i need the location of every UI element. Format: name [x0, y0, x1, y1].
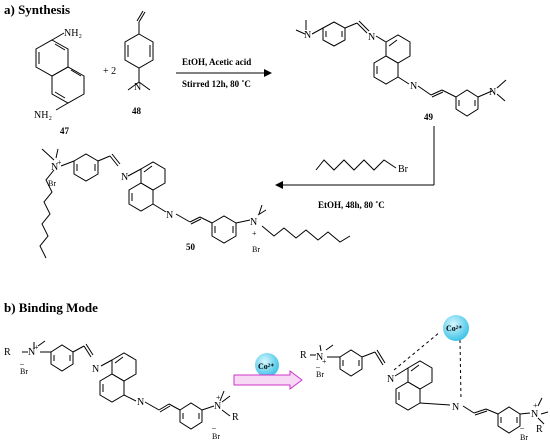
- bromide-label: Br: [20, 367, 28, 376]
- imine-n-label: N: [92, 364, 99, 375]
- compound-49-structure: [295, 20, 507, 117]
- compound-47-structure: [35, 32, 85, 111]
- imine-n-label: N: [452, 402, 459, 413]
- ammonium-n-label: N: [28, 347, 35, 358]
- step1-conditions-line2: Stirred 12h, 80 ˚C: [182, 79, 251, 89]
- imine-n-label: N: [387, 374, 394, 385]
- compound-49-label: 49: [424, 112, 434, 122]
- amine-label: NH₂: [34, 110, 52, 121]
- cobalt-ion-label: Co²⁺: [446, 324, 462, 333]
- r-group-label: R: [232, 412, 239, 423]
- step1-conditions-line1: EtOH, Acetic acid: [182, 57, 251, 67]
- ammonium-n-label: N: [51, 162, 58, 173]
- plus-charge: +: [57, 158, 62, 167]
- imine-n-label: N: [121, 172, 128, 183]
- plus-charge: +: [216, 393, 221, 402]
- minus-charge: –: [19, 359, 25, 368]
- complex-structure: [310, 331, 549, 434]
- minus-charge: –: [315, 362, 321, 371]
- section-a-header: a) Synthesis: [4, 2, 70, 17]
- compound-47-label: 47: [60, 126, 70, 136]
- plus-charge: +: [322, 357, 327, 366]
- cobalt-ion-icon: [443, 315, 469, 341]
- cobalt-ion-label: Co²⁺: [258, 362, 274, 371]
- n-atom-label: N: [489, 87, 496, 98]
- bromide-label: Br: [520, 433, 528, 442]
- bromide-label: Br: [252, 245, 260, 254]
- compound-50-structure: [39, 148, 351, 259]
- imine-n-label: N: [410, 81, 417, 92]
- imine-n-label: N: [166, 210, 173, 221]
- n-atom-label: N: [134, 82, 141, 93]
- bromide-label: Br: [316, 370, 324, 379]
- ammonium-n-label: N: [214, 401, 221, 412]
- step2-conditions: EtOH, 48h, 80 ˚C: [318, 200, 385, 210]
- plus-charge: +: [252, 229, 257, 238]
- imine-n-label: N: [137, 397, 144, 408]
- plus-charge: +: [34, 343, 39, 352]
- r-group-label: R: [536, 424, 543, 435]
- ammonium-n-label: N: [250, 217, 257, 228]
- binding-arrow: [233, 370, 303, 390]
- compound-50-label: 50: [186, 242, 196, 252]
- minus-charge: –: [211, 423, 217, 432]
- ammonium-n-label: N: [316, 352, 323, 363]
- r-group-label: R: [4, 347, 11, 358]
- bromine-label: Br: [398, 164, 409, 175]
- bromide-label: Br: [48, 179, 56, 188]
- plus-charge: +: [533, 401, 538, 410]
- section-b-header: b) Binding Mode: [4, 300, 98, 315]
- r-group-label: R: [300, 350, 307, 361]
- minus-charge: –: [519, 423, 525, 432]
- ligand-structure: [22, 340, 231, 430]
- bromooctane-structure: [315, 159, 397, 171]
- stoichiometry-label: + 2: [103, 66, 116, 77]
- bromide-label: Br: [212, 432, 220, 441]
- cobalt-ion-icon: [255, 353, 279, 377]
- imine-n-label: N: [368, 32, 375, 43]
- ammonium-n-label: N: [531, 409, 538, 420]
- compound-48-label: 48: [132, 106, 142, 116]
- amine-label: NH₂: [64, 28, 82, 39]
- compound-48-structure: [124, 10, 154, 91]
- n-atom-label: N: [304, 30, 311, 41]
